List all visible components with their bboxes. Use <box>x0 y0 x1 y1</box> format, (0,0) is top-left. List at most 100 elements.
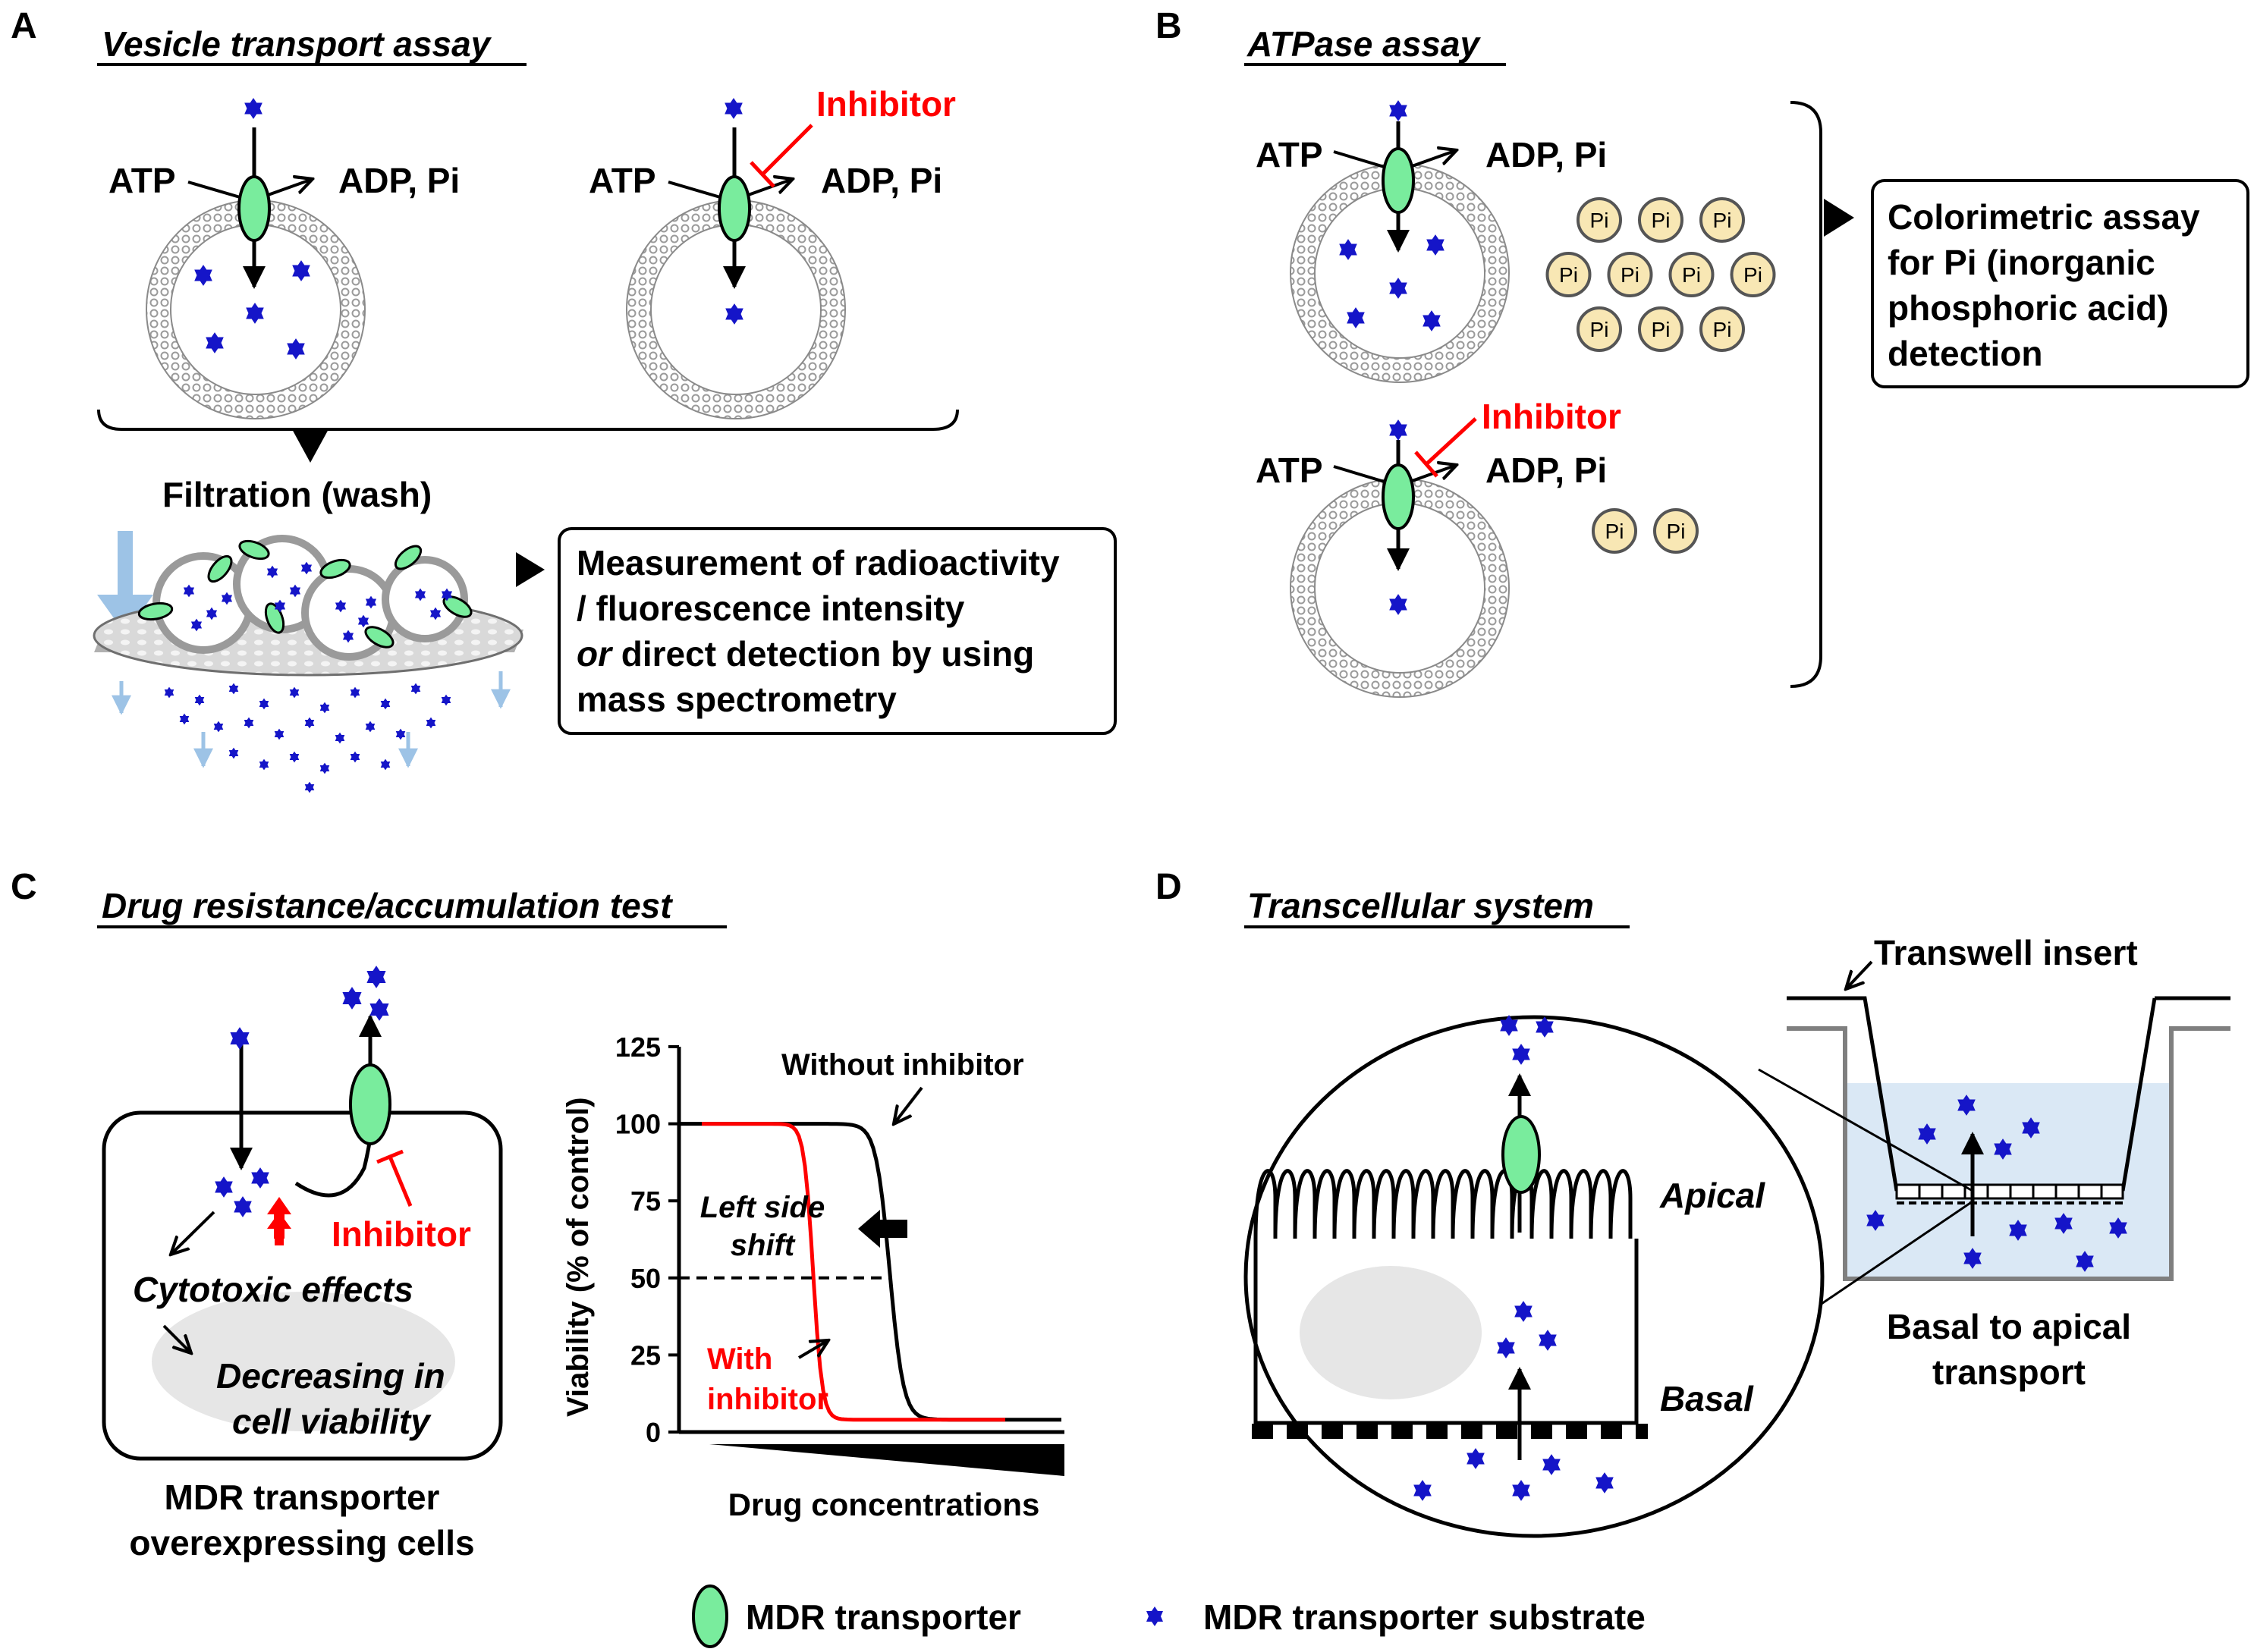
panel-c-letter: C <box>11 867 37 907</box>
pi-molecule <box>1607 252 1653 297</box>
atpase-vesicle-uninhibited: ATP ADP, Pi <box>1256 100 1607 383</box>
tail <box>294 1137 373 1198</box>
basal-label: Basal <box>1660 1379 1754 1418</box>
panel-a-title: Vesicle transport assay <box>102 24 492 64</box>
substrate-icon <box>292 260 310 281</box>
pi-molecule <box>1592 508 1637 554</box>
pi-molecule <box>1577 306 1622 352</box>
inhibitor-bar <box>1425 417 1477 466</box>
series-label-with-1: With <box>707 1343 772 1376</box>
pi-molecule <box>1653 508 1699 554</box>
legend-transporter-icon <box>692 1584 728 1648</box>
transporter-icon <box>1501 1115 1541 1194</box>
panel-b-title: ATPase assay <box>1246 24 1481 64</box>
substrate-icon <box>246 303 264 324</box>
pi-label: Pi <box>1590 318 1609 341</box>
substrate-icon <box>194 265 212 286</box>
panel-a: A Vesicle transport assay ATP ADP, Pi <box>11 6 1117 793</box>
insert-label: Transwell insert <box>1874 933 2138 972</box>
curve-with-inhibitor <box>702 1122 1005 1422</box>
atpase-vesicle-inhibited: Inhibitor ATP ADP, Pi <box>1256 397 1621 698</box>
filter-illustration <box>93 531 523 793</box>
panel-b-letter: B <box>1155 6 1182 46</box>
adp-pi-label: ADP, Pi <box>1485 451 1607 490</box>
pi-label: Pi <box>1605 520 1624 543</box>
right-bracket <box>1790 101 1822 688</box>
nucleus <box>152 1292 455 1431</box>
y-axis-label: Viability (% of control) <box>561 1097 595 1417</box>
pi-label: Pi <box>1559 263 1578 287</box>
measurement-box <box>558 527 1117 735</box>
panel-a-letter: A <box>11 6 37 46</box>
pi-molecules-inhibited: Pi Pi <box>1592 508 1699 554</box>
inhibitor-label: Inhibitor <box>332 1214 471 1254</box>
transporter-icon <box>718 175 751 242</box>
transporter-icon <box>237 175 271 242</box>
y-tick-label: 0 <box>646 1417 661 1448</box>
measure-pointer <box>516 552 545 587</box>
inhibitor-bar <box>761 124 813 176</box>
cells-label-1: MDR transporter <box>165 1478 440 1517</box>
zoom-line <box>1758 1068 1973 1192</box>
atp-label: ATP <box>1256 135 1323 174</box>
measure-or: or <box>577 634 613 674</box>
apical-microvilli <box>1253 1169 1633 1239</box>
concentration-wedge <box>709 1444 1064 1476</box>
pi-label: Pi <box>1713 209 1732 232</box>
transwell: Transwell insert Basal to apical transpo… <box>1787 933 2230 1392</box>
shift-label-2: shift <box>731 1229 796 1262</box>
cell-body <box>1253 1239 1639 1425</box>
transport-label-1: Basal to apical <box>1887 1307 2131 1346</box>
bracket <box>97 409 959 431</box>
transporter-icon <box>349 1063 391 1145</box>
panel-d-title: Transcellular system <box>1247 886 1594 925</box>
zoom-circle: Apical Basal <box>1243 1015 1825 1538</box>
filtration-label: Filtration (wash) <box>162 475 432 514</box>
pi-molecule <box>1545 252 1592 297</box>
transporter-icon <box>1382 463 1415 530</box>
pi-label: Pi <box>1590 209 1609 232</box>
pi-molecule <box>1730 252 1776 297</box>
cytotoxic-label: Cytotoxic effects <box>133 1270 413 1309</box>
cell-nucleus <box>1300 1266 1482 1399</box>
pi-molecule <box>1699 197 1745 243</box>
transporter-icon <box>1382 147 1415 214</box>
pi-molecule <box>1699 306 1745 352</box>
inhibitor-label: Inhibitor <box>1482 397 1621 436</box>
colorimetric-box <box>1871 179 2249 388</box>
adp-pi-label: ADP, Pi <box>1485 135 1607 174</box>
substrate-icon <box>287 338 305 360</box>
vesicle-inhibited: Inhibitor ATP ADP, Pi <box>589 84 956 419</box>
measure-line-3: or direct detection by using <box>577 634 1034 674</box>
series-label-with-2: inhibitor <box>707 1383 828 1416</box>
medium <box>1845 1083 2171 1279</box>
vesicle-uninhibited: ATP ADP, Pi <box>108 98 460 419</box>
transport-label-2: transport <box>1932 1352 2086 1392</box>
apical-label: Apical <box>1659 1176 1765 1215</box>
substrate-icon <box>725 303 743 325</box>
substrate-icon <box>206 332 224 353</box>
adp-pi-label: ADP, Pi <box>338 161 460 200</box>
pi-label: Pi <box>1652 209 1671 232</box>
atp-label: ATP <box>589 161 656 200</box>
measure-line-4: mass spectrometry <box>577 680 897 719</box>
cells-label-2: overexpressing cells <box>129 1523 474 1562</box>
substrate-icon <box>244 98 262 119</box>
adp-pi-label: ADP, Pi <box>821 161 942 200</box>
y-tick-label: 75 <box>630 1186 661 1217</box>
pi-label: Pi <box>1652 318 1671 341</box>
y-tick-label: 100 <box>615 1109 661 1140</box>
pi-label: Pi <box>1667 520 1686 543</box>
legend-substrate-label: MDR transporter substrate <box>1203 1597 1646 1637</box>
legend-transporter-label: MDR transporter <box>746 1597 1021 1637</box>
zoom-line <box>1814 1200 1973 1310</box>
decreasing-label-1: Decreasing in <box>216 1356 445 1396</box>
inhibitor-bar <box>388 1156 413 1207</box>
series-label-without: Without inhibitor <box>781 1048 1024 1082</box>
measure-rest: direct detection by using <box>611 634 1034 674</box>
decreasing-label-2: cell viability <box>232 1402 432 1441</box>
inhibitor-label: Inhibitor <box>816 84 956 124</box>
